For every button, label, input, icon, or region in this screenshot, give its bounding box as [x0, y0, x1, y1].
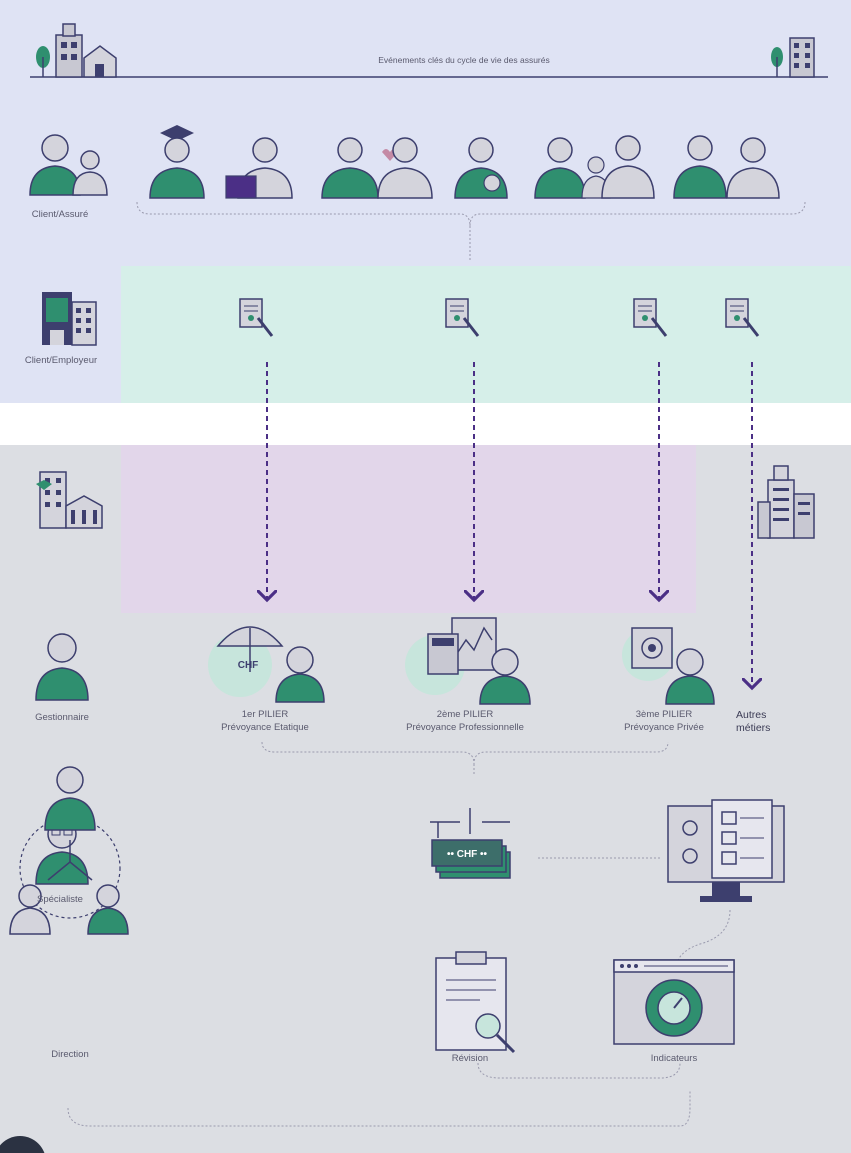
client-employeur-label: Client/Employeur [24, 355, 98, 366]
money-stack-icon [430, 808, 511, 879]
pillar-routing-band [121, 445, 696, 613]
client-assure-icon [29, 134, 108, 196]
client-assure-label: Client/Assuré [31, 209, 89, 220]
gestionnaire-icon [35, 633, 89, 701]
town-building-icon [36, 23, 117, 78]
revision-label: Révision [451, 1053, 489, 1064]
corner-badge [0, 1136, 45, 1153]
elderly-couple-icon [673, 135, 780, 199]
tower-buildings-icon [757, 465, 815, 539]
pillar-3-title: 3ème PILIER [635, 709, 693, 720]
pillar-1-icon [208, 626, 325, 703]
pillar-2-subtitle: Prévoyance Professionnelle [406, 722, 524, 733]
direction-label: Direction [51, 1049, 89, 1060]
pillar-2-icon [405, 617, 531, 705]
pillar-3-icon [622, 627, 715, 705]
indicators-dashboard-icon [613, 959, 735, 1045]
document-icon-2 [445, 298, 480, 337]
money-chf-label: •• CHF •• [447, 849, 488, 860]
revision-indicators-connector [477, 1062, 681, 1079]
document-icon-1 [239, 298, 274, 337]
family-icon [534, 135, 655, 199]
return-loop-connector [67, 1090, 691, 1127]
employer-building-icon [42, 292, 97, 346]
indicateurs-label: Indicateurs [650, 1053, 698, 1064]
office-building-icon [771, 37, 815, 78]
other-line-1: Autres [736, 709, 767, 721]
employer-documents-band [121, 266, 851, 403]
checklist-screen-icon [667, 799, 785, 902]
revision-clipboard-icon [435, 951, 516, 1054]
events-brace [136, 201, 806, 227]
document-icon-4 [725, 298, 760, 337]
worker-icon [225, 137, 293, 199]
timeline-title: Evénements clés du cycle de vie des assu… [378, 55, 550, 65]
pillar-1-subtitle: Prévoyance Etatique [221, 722, 309, 733]
couple-icon [321, 137, 433, 199]
document-icon-3 [633, 298, 668, 337]
flow-arrows [267, 362, 752, 688]
mother-baby-icon [454, 137, 508, 199]
specialiste-label: Spécialiste [37, 894, 83, 905]
direction-icon [9, 766, 129, 935]
pillar-2-title: 2ème PILIER [436, 709, 494, 720]
insurer-building-icon [36, 471, 103, 529]
pillar-3-subtitle: Prévoyance Privée [624, 722, 704, 733]
other-line-2: métiers [736, 722, 771, 734]
graduate-icon [149, 125, 205, 199]
pillar-1-title: 1er PILIER [241, 709, 289, 720]
gestionnaire-label: Gestionnaire [35, 712, 89, 723]
pillars-brace [261, 741, 669, 765]
pillar-1-chf-badge: CHF [238, 660, 259, 671]
